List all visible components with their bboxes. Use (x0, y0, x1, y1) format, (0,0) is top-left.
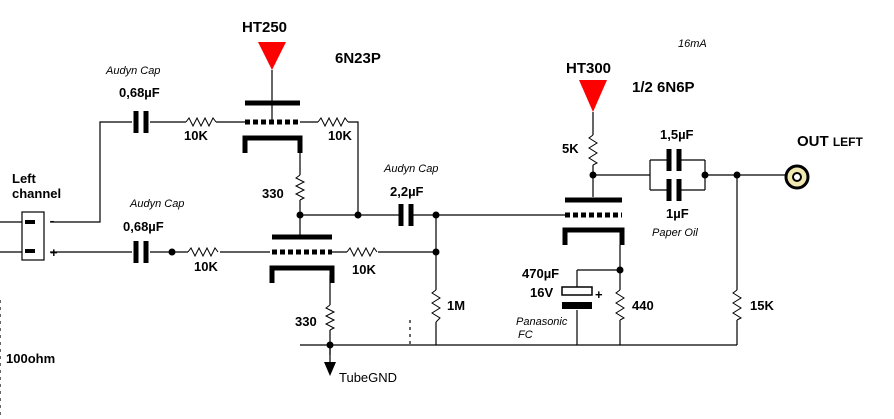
supply-arrow-ht250 (258, 42, 286, 70)
r10-label: 15K (750, 298, 774, 313)
resistor-r10 (732, 289, 743, 321)
c6-brand-label-1: Panasonic (516, 316, 568, 328)
output-jack (784, 164, 810, 190)
input-minus-label: - (50, 213, 54, 228)
resistor-r3 (187, 246, 219, 258)
ground-label: TubeGND (339, 370, 397, 385)
r8-label: 5K (562, 141, 579, 156)
capacitors (133, 111, 682, 309)
resistor-r1 (185, 116, 217, 128)
ht250-label: HT250 (242, 19, 287, 36)
c2-value-label: 0,68µF (123, 219, 164, 234)
capacitor-c2 (133, 241, 149, 263)
resistor-r4 (346, 246, 378, 258)
c5-value-label: 1µF (666, 206, 689, 221)
r5-label: 330 (262, 186, 284, 201)
c5-type-label: Paper Oil (652, 227, 698, 239)
resistor-r6 (324, 304, 336, 331)
r4-label: 10K (352, 262, 376, 277)
junctions (168, 171, 741, 349)
c6-voltage-label: 16V (530, 285, 553, 300)
capacitor-c6-electrolytic (561, 286, 593, 309)
input-plus-label: + (50, 245, 58, 260)
ground-arrow (324, 345, 336, 376)
input-title-line1: Left (12, 171, 37, 186)
tube-output-label: 1/2 6N6P (632, 79, 695, 96)
c3-brand-label: Audyn Cap (383, 163, 438, 175)
r9-label: 440 (632, 298, 654, 313)
resistor-r7 (431, 289, 441, 323)
r2-label: 10K (328, 128, 352, 143)
tube-6n23p-upper (242, 100, 303, 153)
c3-value-label: 2,2µF (390, 184, 424, 199)
r7-label: 1M (447, 298, 465, 313)
tube-6n23p-lower (269, 234, 335, 283)
ht300-label: HT300 (566, 60, 611, 77)
current-label: 16mA (678, 38, 707, 50)
tube-input-label: 6N23P (335, 50, 381, 67)
r3-label: 10K (194, 259, 218, 274)
c1-brand-label: Audyn Cap (105, 65, 160, 77)
resistor-r2 (317, 116, 349, 128)
c4-value-label: 1,5µF (660, 127, 694, 142)
output-label: OUT LEFT (797, 133, 864, 150)
r1-label: 10K (184, 128, 208, 143)
input-resistor-label: 100ohm (6, 351, 55, 366)
resistor-r8 (588, 134, 599, 166)
r6-label: 330 (295, 314, 317, 329)
tube-6n6p-output (562, 197, 625, 245)
supply-arrow-ht300 (579, 80, 607, 112)
input-connector (21, 211, 45, 261)
resistor-r9 (615, 289, 626, 321)
c6-brand-label-2: FC (518, 329, 533, 341)
capacitor-c3 (395, 204, 414, 226)
capacitor-c5 (666, 179, 682, 201)
capacitor-c1 (133, 111, 149, 133)
c6-value-label: 470µF (522, 266, 559, 281)
c6-plus-label: + (595, 287, 603, 302)
input-title-line2: channel (12, 186, 61, 201)
capacitor-c4 (666, 149, 682, 171)
resistors (185, 116, 743, 331)
c2-brand-label: Audyn Cap (129, 198, 184, 210)
resistor-r5 (294, 174, 306, 201)
c1-value-label: 0,68µF (119, 85, 160, 100)
